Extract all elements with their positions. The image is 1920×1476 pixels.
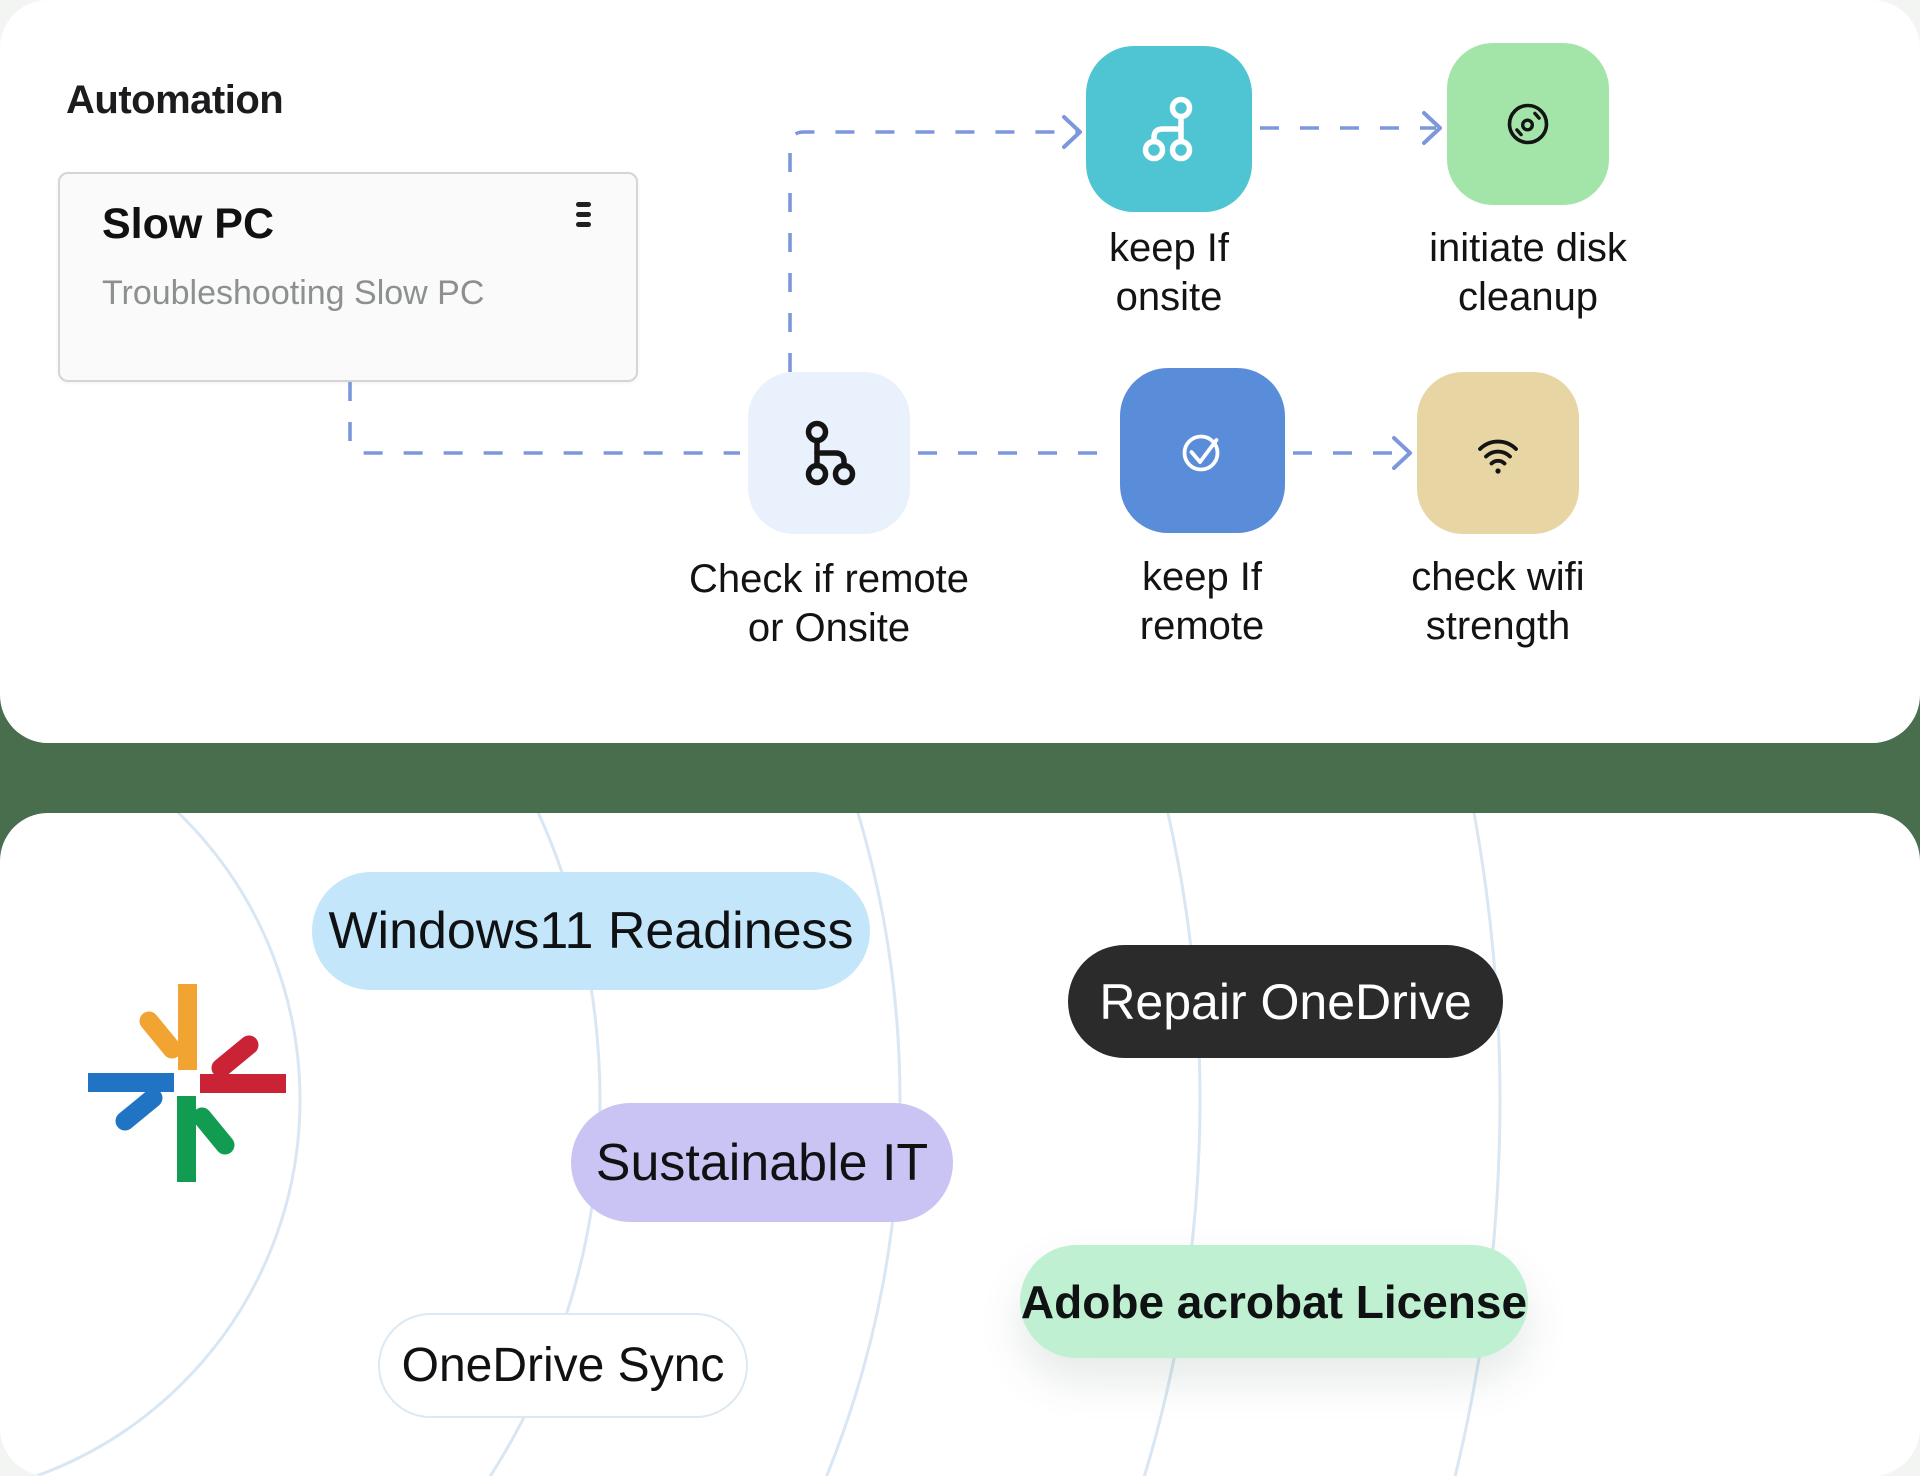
pill-repair-onedrive[interactable]: Repair OneDrive [1068,945,1503,1058]
automation-panel: Automation Slow PC Troubleshooting Slow … [0,0,1920,743]
kebab-menu-icon[interactable] [576,202,592,228]
pill-adobe-acrobat-license[interactable]: Adobe acrobat License [1020,1245,1528,1358]
connector-card-to-check [348,382,740,455]
pill-label: OneDrive Sync [401,1339,725,1392]
node-label-keep-if-remote: keep If remote [1002,553,1402,651]
pill-label: Sustainable IT [595,1133,929,1192]
label-line: check wifi [1411,555,1585,599]
page-title: Automation [66,78,284,122]
arrowhead-icon [1392,436,1412,470]
label-line: onsite [1115,274,1223,319]
disk-icon [1507,103,1549,145]
flow-connectors [348,111,1442,470]
label-line: keep If [1141,555,1263,599]
label-line: Check if remote [688,557,970,601]
background-rings [31,813,1502,1476]
branch-icon [805,420,856,486]
connector-check-to-keep-onsite [788,130,1078,372]
label-line: cleanup [1457,274,1599,319]
node-label-check-remote-or-onsite: Check if remote or Onsite [629,555,1029,653]
label-line: or Onsite [747,605,911,650]
node-label-initiate-disk-cleanup: initiate disk cleanup [1328,224,1728,322]
converging-arrows-logo-icon [88,984,286,1182]
arrowhead-icon [1422,111,1442,145]
wifi-icon [1478,439,1518,474]
arrowhead-icon [1062,115,1082,149]
pill-onedrive-sync[interactable]: OneDrive Sync [378,1313,748,1418]
label-line: strength [1425,603,1571,648]
label-line: remote [1139,603,1265,648]
node-keep-if-onsite[interactable] [1086,46,1252,212]
branch-icon [1142,96,1193,162]
pill-label: Windows11 Readiness [328,902,854,960]
workflow-subtitle: Troubleshooting Slow PC [102,274,485,312]
pill-sustainable-it[interactable]: Sustainable IT [571,1103,953,1222]
check-circle-icon [1182,434,1219,471]
label-line: keep If [1108,226,1230,270]
node-initiate-disk-cleanup[interactable] [1447,43,1609,205]
workflow-card[interactable]: Slow PC Troubleshooting Slow PC [58,172,638,382]
node-keep-if-remote[interactable] [1120,368,1285,533]
workflow-title: Slow PC [102,200,275,248]
node-check-remote-or-onsite[interactable] [748,372,910,534]
pill-windows11-readiness[interactable]: Windows11 Readiness [312,872,870,990]
pill-label: Repair OneDrive [1099,973,1472,1030]
pill-label: Adobe acrobat License [1020,1275,1528,1328]
node-check-wifi-strength[interactable] [1417,372,1579,534]
capabilities-panel: Windows11 Readiness Repair OneDrive Sust… [0,813,1920,1476]
node-label-check-wifi-strength: check wifi strength [1298,553,1698,651]
node-label-keep-if-onsite: keep If onsite [969,224,1369,322]
label-line: initiate disk [1429,226,1627,270]
